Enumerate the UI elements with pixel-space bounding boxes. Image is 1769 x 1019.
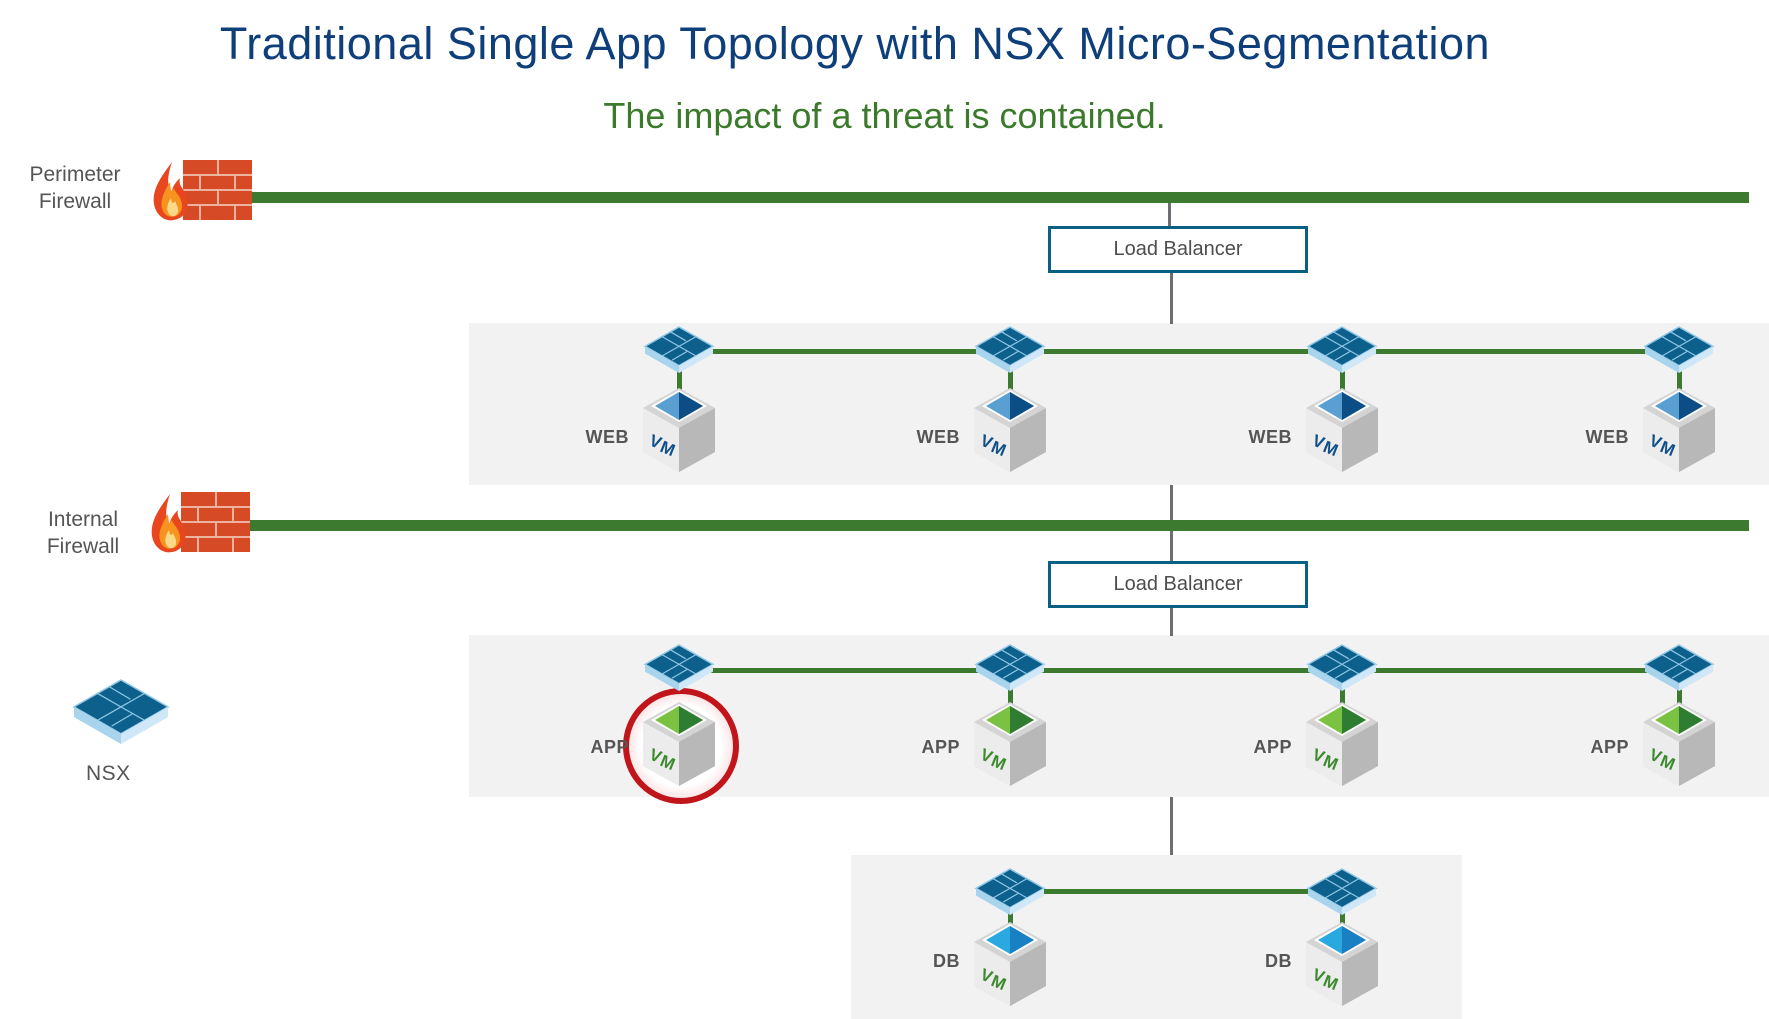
svg-text:M: M (1658, 751, 1678, 774)
app-vm-icon[interactable]: V M (974, 702, 1046, 786)
svg-text:M: M (989, 437, 1009, 460)
internal-label-line1: Internal (47, 508, 119, 531)
web-switch-vm-link (1677, 367, 1682, 392)
web-node-label: WEB (916, 427, 960, 447)
svg-text:M: M (989, 971, 1009, 994)
svg-text:M: M (989, 751, 1009, 774)
web-segment-line (679, 349, 1679, 354)
app-node-label: APP (590, 737, 629, 757)
app-vm-icon[interactable]: V M (1306, 702, 1378, 786)
internal-firewall-label: Internal Firewall (18, 506, 148, 560)
app-node-label: APP (1590, 737, 1629, 757)
db-node-label: DB (1265, 951, 1292, 971)
perimeter-label-line2: Firewall (38, 190, 112, 213)
flame-icon (153, 162, 188, 221)
svg-text:M: M (658, 751, 678, 774)
trunk-line-lb1-to-web (1170, 271, 1173, 324)
internal-firewall-icon (151, 492, 250, 553)
perimeter-network-line (250, 192, 1749, 203)
app-switch-vm-link (1008, 685, 1013, 706)
load-balancer-app[interactable]: Load Balancer (1048, 561, 1308, 608)
load-balancer-web[interactable]: Load Balancer (1048, 226, 1308, 273)
web-switch-vm-link (677, 367, 682, 392)
trunk-line-app-to-db (1170, 797, 1173, 855)
svg-text:M: M (1321, 971, 1341, 994)
nsx-switch-icon[interactable] (1306, 326, 1378, 373)
db-node-label: DB (933, 951, 960, 971)
app-node-label: APP (1253, 737, 1292, 757)
nsx-switch-icon[interactable] (1306, 868, 1378, 915)
page-subtitle: The impact of a threat is contained. (603, 95, 1166, 136)
web-node-label: WEB (585, 427, 629, 447)
internal-label-line2: Firewall (46, 535, 120, 558)
perimeter-label-line1: Perimeter (29, 163, 121, 186)
perimeter-firewall-label: Perimeter Firewall (10, 161, 140, 215)
trunk-line-lb2-to-app (1170, 606, 1173, 636)
svg-text:M: M (1321, 751, 1341, 774)
web-node-label: WEB (1585, 427, 1629, 447)
page-title: Traditional Single App Topology with NSX… (219, 18, 1491, 69)
nsx-switch-icon (72, 679, 170, 744)
nsx-switch-icon[interactable] (643, 326, 715, 373)
db-vm-icon[interactable]: V M (974, 922, 1046, 1006)
brick-wall-icon (183, 160, 252, 220)
web-switch-vm-link (1340, 367, 1345, 392)
nsx-switch-icon[interactable] (1643, 326, 1715, 373)
web-vm-icon[interactable]: V M (1643, 388, 1715, 472)
web-node-label: WEB (1248, 427, 1292, 447)
flame-icon (151, 494, 186, 553)
nsx-switch-icon[interactable] (974, 326, 1046, 373)
nsx-label: NSX (86, 762, 131, 785)
db-vm-icon[interactable]: V M (1306, 922, 1378, 1006)
app-switch-vm-link (1340, 685, 1345, 706)
app-switch-vm-link (1677, 685, 1682, 706)
app-vm-icon[interactable]: V M (1643, 702, 1715, 786)
nsx-switch-icon[interactable] (974, 868, 1046, 915)
web-vm-icon[interactable]: V M (974, 388, 1046, 472)
app-segment-line (679, 668, 1679, 673)
db-switch-vm-link (1340, 909, 1345, 926)
app-vm-icon[interactable]: V M (643, 702, 715, 786)
db-segment-line (1010, 889, 1342, 894)
nsx-switch-icon[interactable] (974, 644, 1046, 691)
svg-text:M: M (658, 437, 678, 460)
trunk-line-perimeter-to-lb1 (1168, 199, 1171, 227)
web-vm-icon[interactable]: V M (643, 388, 715, 472)
nsx-switch-icon[interactable] (643, 644, 715, 691)
svg-text:M: M (1658, 437, 1678, 460)
internal-network-line (248, 520, 1749, 531)
nsx-switch-icon[interactable] (1306, 644, 1378, 691)
web-vm-icon[interactable]: V M (1306, 388, 1378, 472)
db-switch-vm-link (1008, 909, 1013, 926)
svg-text:M: M (1321, 437, 1341, 460)
app-node-label: APP (921, 737, 960, 757)
brick-wall-icon (181, 492, 250, 552)
web-switch-vm-link (1008, 367, 1013, 392)
perimeter-firewall-icon (153, 160, 252, 221)
nsx-switch-icon[interactable] (1643, 644, 1715, 691)
